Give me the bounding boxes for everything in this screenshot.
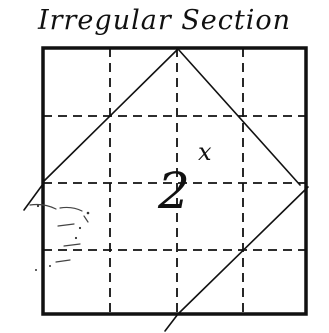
smudge-stroke: [83, 215, 89, 223]
pencil-smudges: [29, 203, 89, 263]
smudge-stroke: [59, 206, 83, 212]
label-exponent: x: [198, 138, 212, 166]
section-edge-bottom-extension: [164, 313, 179, 332]
smudge-stroke: [63, 243, 81, 247]
smudge-stroke: [57, 223, 75, 227]
label-base: 2: [157, 162, 190, 220]
smudge-dot: [35, 269, 37, 271]
smudge-dot: [86, 211, 90, 215]
smudge-dot: [78, 226, 82, 230]
smudge-dot: [74, 236, 78, 240]
section-edge-upper-left: [42, 48, 179, 183]
section-edge-upper-right: [177, 48, 301, 186]
smudge-stroke: [29, 203, 57, 210]
pencil-dots: [35, 204, 90, 271]
irregular-section-outline: [23, 48, 309, 332]
diagram-title: Irregular Section: [37, 5, 292, 36]
smudge-dot: [49, 265, 51, 267]
smudge-stroke: [55, 259, 71, 263]
section-edge-lower-right: [177, 186, 309, 315]
smudge-dot: [36, 204, 40, 208]
section-edge-left-extension: [23, 183, 44, 211]
